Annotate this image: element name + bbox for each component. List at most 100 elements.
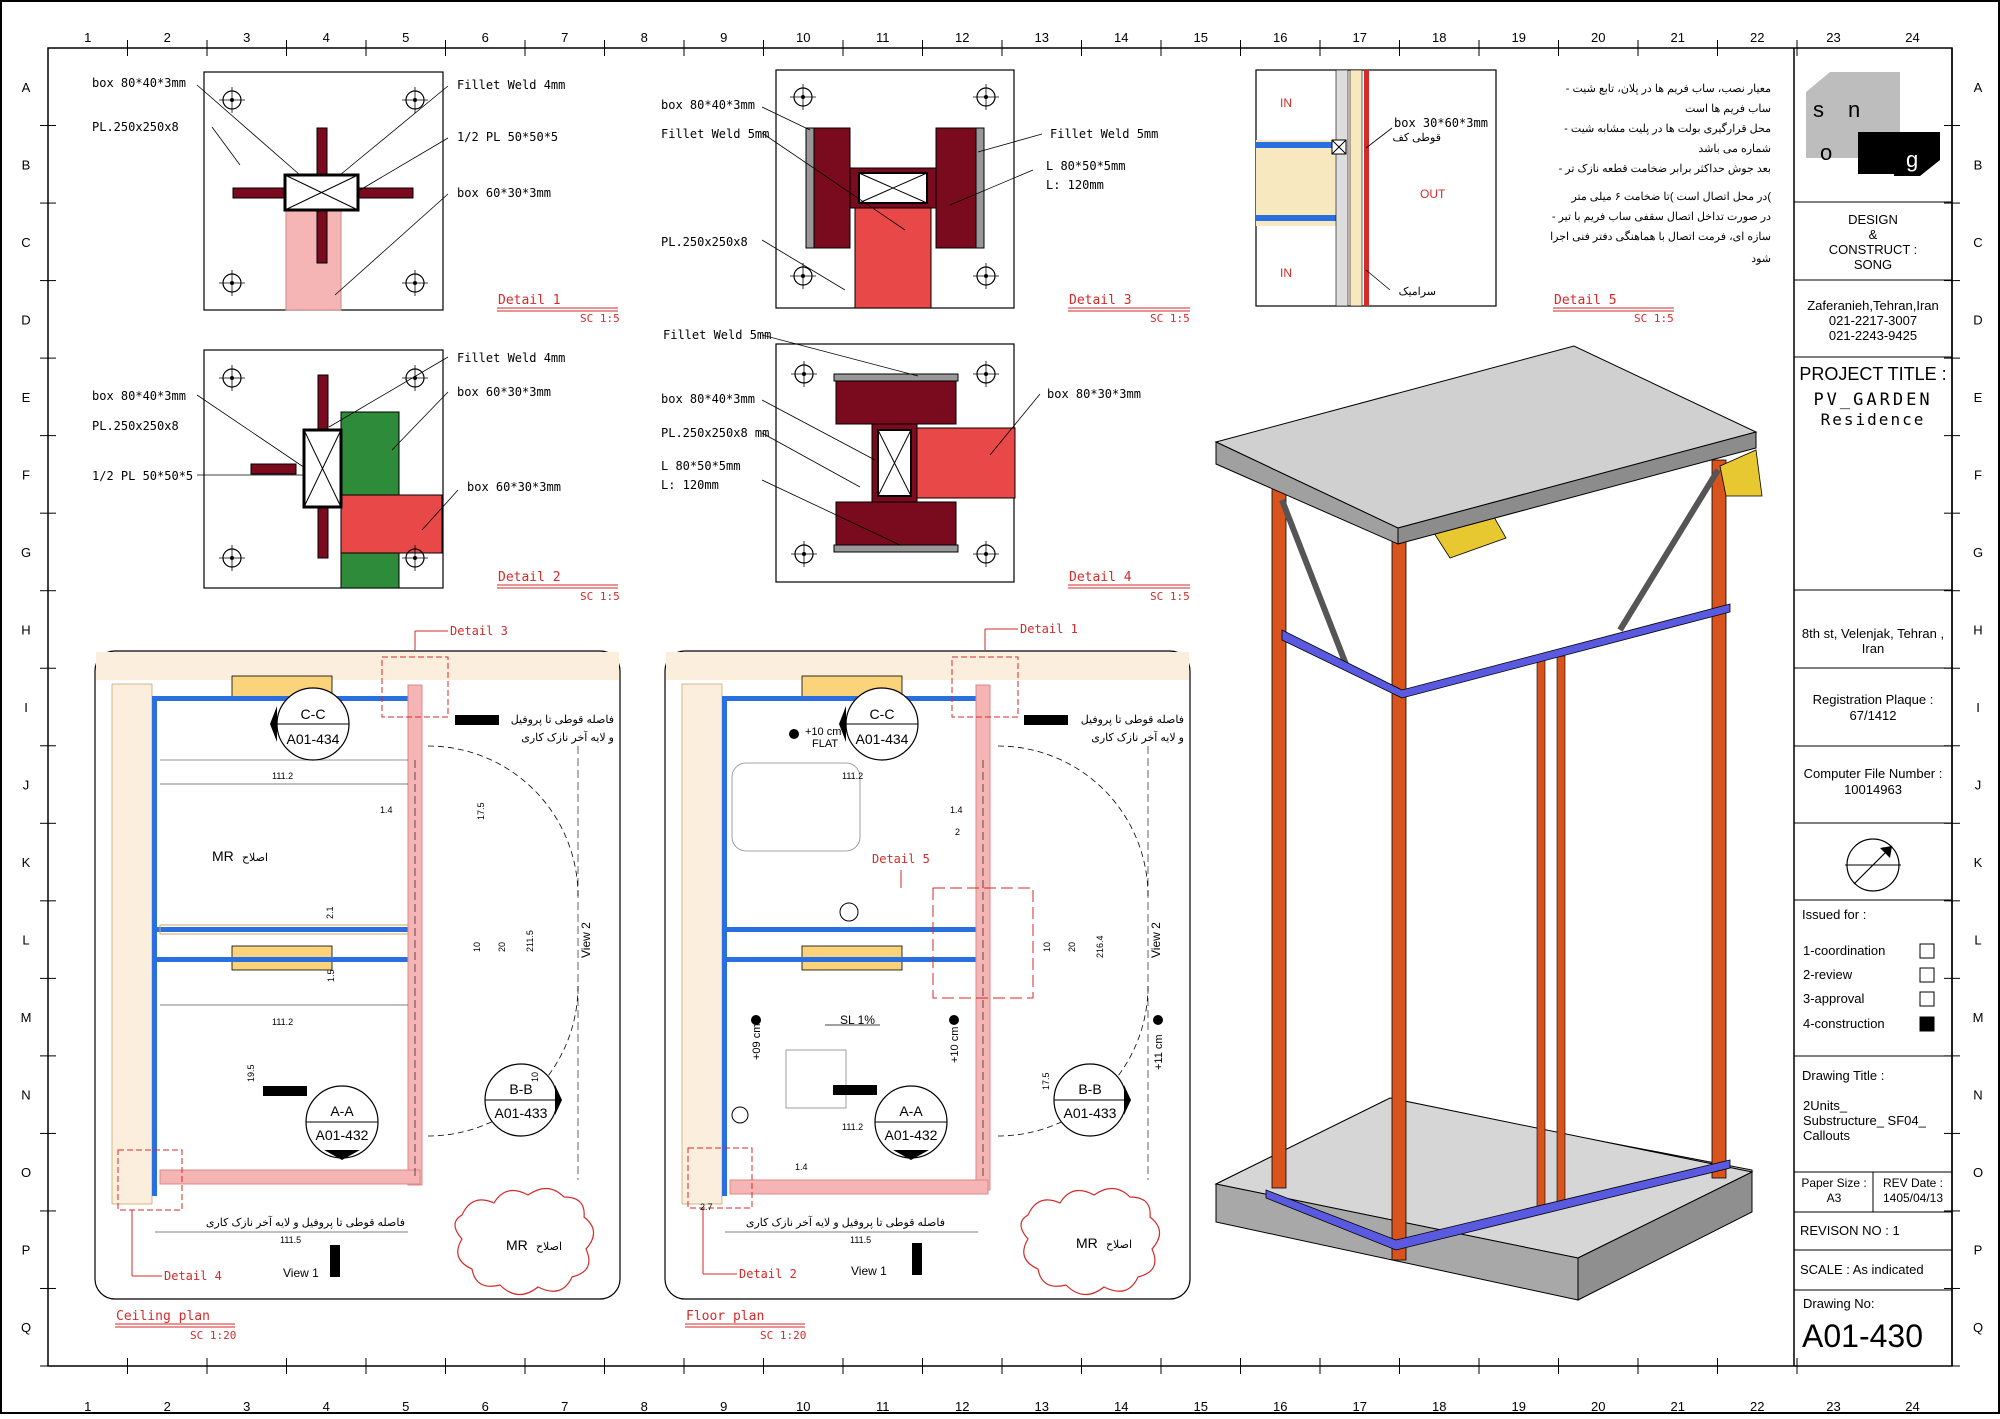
dim: 211.5 — [525, 930, 535, 952]
tb-line: Iran — [1861, 641, 1885, 656]
section-ref: A01-433 — [1064, 1105, 1117, 1121]
room-label-fa: اصلاح — [1106, 1239, 1132, 1251]
detail-5: IN IN OUT box 30*60*3mm قوطی کف سرامیک D… — [1255, 69, 1674, 325]
level: +10 cm — [949, 1027, 961, 1063]
revision-cloud — [1020, 1187, 1161, 1296]
grid-column-label: 6 — [482, 30, 489, 45]
note-line: - محل قرارگیری بولت ها در پلیت مشابه شیت — [1564, 122, 1771, 135]
room-label: MR — [506, 1237, 528, 1253]
label: L 80*50*5mm — [661, 459, 740, 473]
dim: 111.5 — [850, 1235, 871, 1245]
ceiling-plan: Detail 3 Detail 4 C-C A01-434 A-A A01-43… — [94, 624, 621, 1342]
song-logo: s o n g — [1806, 72, 1940, 176]
dim: 111.2 — [842, 1122, 863, 1132]
grid-column-label: 8 — [641, 1399, 648, 1414]
grid-column-label: 2 — [164, 1399, 171, 1414]
grid-row-label: L — [1974, 933, 1981, 948]
detail-2: Fillet Weld 4mm box 80*40*3mm PL.250x250… — [92, 349, 620, 603]
grid-row-label: M — [1973, 1010, 1984, 1025]
section-marker-aa[interactable]: A-A A01-432 — [874, 1085, 948, 1160]
grid-row-label: H — [1973, 622, 1982, 637]
drawing-number: A01-430 — [1802, 1318, 1923, 1354]
grid-row-label: B — [22, 157, 31, 172]
grid-column-label: 1 — [84, 1399, 91, 1414]
logo-letter: g — [1906, 147, 1918, 172]
project-title-label: PROJECT TITLE : — [1799, 364, 1947, 384]
label: Fillet Weld 4mm — [457, 78, 565, 92]
label: L 80*50*5mm — [1046, 159, 1125, 173]
grid-row-label: H — [21, 622, 30, 637]
angle-top — [835, 373, 957, 425]
rev-date: REV Date : 1405/04/13 — [1874, 1176, 1952, 1206]
grid-column-label: 17 — [1353, 1399, 1367, 1414]
section-marker-cc[interactable]: C-C A01-434 — [839, 687, 919, 761]
grid-column-label: 5 — [402, 1399, 409, 1414]
drawing-no-label: Drawing No: — [1803, 1296, 1875, 1311]
label: PL.250x250x8 — [661, 235, 748, 249]
dim: 17.5 — [476, 802, 486, 820]
grid-column-label: 10 — [796, 1399, 810, 1414]
dim: 1.5 — [326, 969, 336, 982]
grid-row-label: Q — [1973, 1320, 1983, 1335]
grid-column-label: 11 — [876, 30, 890, 45]
dim: 216.4 — [1095, 935, 1105, 958]
checkbox-approval[interactable] — [1919, 991, 1935, 1007]
label: box 80*40*3mm — [661, 98, 755, 112]
label: box 60*30*3mm — [467, 480, 561, 494]
note: فاصله قوطی تا پروفیل و لایه آخر نازک کار… — [206, 1216, 405, 1229]
grid-row-label: P — [1974, 1243, 1983, 1258]
drawing-title: 2Units_ Substructure_ SF04_ Callouts — [1803, 1098, 1926, 1143]
view-label: View 1 — [283, 1266, 319, 1280]
checkbox-construction[interactable] — [1919, 1016, 1935, 1032]
checkbox-coordination[interactable] — [1919, 943, 1935, 959]
grid-row-label: G — [1973, 545, 1983, 560]
label: box 80*40*3mm — [92, 76, 186, 90]
grid-row-label: Q — [21, 1320, 31, 1335]
dim: 17.5 — [1041, 1072, 1051, 1090]
checkbox-review[interactable] — [1919, 967, 1935, 983]
scale: SCALE : As indicated — [1800, 1262, 1924, 1277]
grid-row-label: E — [22, 390, 31, 405]
grid-row-label: G — [21, 545, 31, 560]
grid-column-label: 12 — [955, 1399, 969, 1414]
label: 1/2 PL 50*50*5 — [92, 469, 193, 483]
section-id: B-B — [509, 1081, 532, 1097]
label: L: 120mm — [1046, 178, 1104, 192]
detail-3: box 80*40*3mm Fillet Weld 5mm PL.250x250… — [661, 69, 1190, 325]
grid-row-label: J — [23, 778, 30, 793]
detail-scale: SC 1:5 — [580, 590, 620, 603]
dim: 111.5 — [280, 1235, 301, 1245]
issue-review: 2-review — [1803, 967, 1853, 982]
issue-coordination: 1-coordination — [1803, 943, 1886, 958]
level: +09 cm — [751, 1024, 763, 1060]
north-arrow-icon — [1845, 838, 1901, 892]
grid-column-label: 9 — [720, 1399, 727, 1414]
grid-row-label: L — [22, 933, 29, 948]
label: box 80*40*3mm — [92, 389, 186, 403]
section-marker-cc[interactable]: C-C A01-434 — [270, 687, 350, 761]
label: PL.250x250x8 — [92, 120, 179, 134]
label: سرامیک — [1399, 286, 1436, 298]
section-marker-aa[interactable]: A-A A01-432 — [305, 1085, 379, 1160]
label: OUT — [1420, 187, 1446, 201]
grid-row-label: I — [24, 700, 28, 715]
grid-row-label: D — [21, 312, 30, 327]
section-ref: A01-434 — [287, 731, 340, 747]
grid-row-label: F — [22, 467, 30, 482]
floor-plan: Detail 1 Detail 5 Detail 2 C-C A01-434 A… — [664, 622, 1191, 1342]
grid-column-label: 6 — [482, 1399, 489, 1414]
tb-line: Zaferanieh,Tehran,Iran — [1807, 298, 1939, 313]
grid-row-label: J — [1975, 778, 1982, 793]
tb-line: Substructure_ SF04_ — [1803, 1113, 1926, 1128]
section-marker-bb[interactable]: B-B A01-433 — [484, 1063, 562, 1137]
grid-row-label: P — [22, 1243, 31, 1258]
tb-line: 67/1412 — [1849, 708, 1897, 723]
tb-line: REV Date : — [1882, 1176, 1944, 1190]
plan-title: Ceiling plan — [116, 1309, 210, 1324]
section-marker-bb[interactable]: B-B A01-433 — [1053, 1063, 1131, 1137]
section-ref: A01-432 — [885, 1127, 938, 1143]
note: و لایه آخر نازک کاری — [521, 731, 614, 744]
bathtub — [731, 762, 861, 852]
logo-letter: s — [1813, 97, 1824, 122]
